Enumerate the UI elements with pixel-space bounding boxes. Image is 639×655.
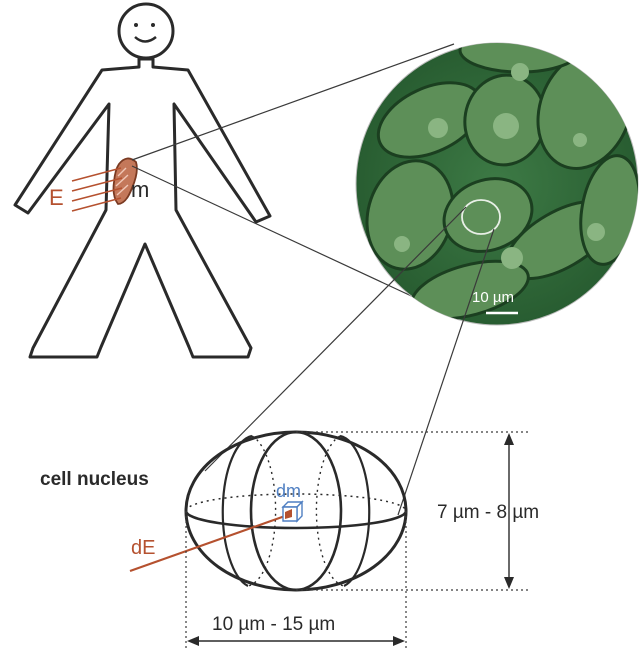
de-label: dE	[131, 537, 155, 559]
cell-micrograph: 10 µm	[355, 28, 639, 330]
mouth	[135, 37, 156, 42]
cell-nucleus-label: cell nucleus	[40, 469, 149, 490]
volume-cube-icon	[283, 502, 302, 521]
mass-label: m	[131, 177, 149, 202]
eye-left	[134, 23, 138, 27]
width-arrow	[187, 636, 405, 646]
height-label: 7 µm - 8 µm	[437, 502, 539, 523]
head	[119, 4, 173, 58]
eye-right	[151, 23, 155, 27]
dm-label: dm	[276, 481, 301, 501]
width-label: 10 µm - 15 µm	[212, 614, 335, 635]
scale-bar-label: 10 µm	[472, 289, 514, 306]
energy-label: E	[49, 185, 64, 210]
